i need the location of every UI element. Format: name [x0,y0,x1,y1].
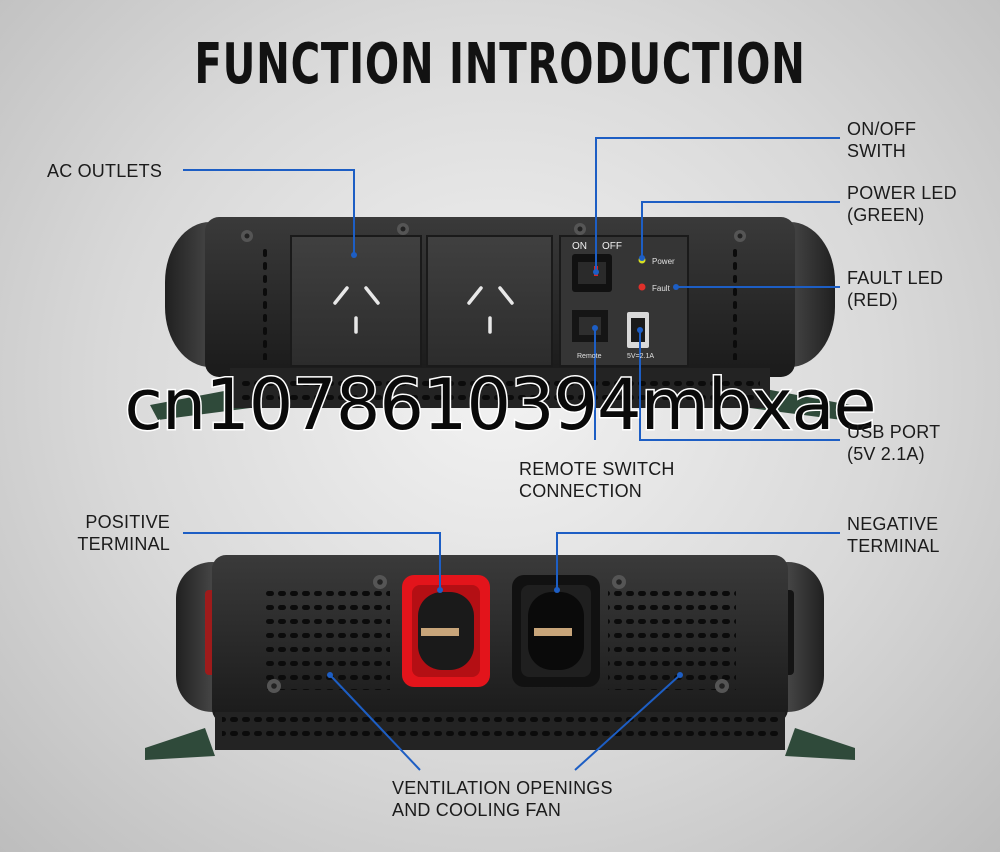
watermark: cn1078610394mbxae [123,363,878,448]
label-fault-led-1: FAULT LED [847,268,944,288]
label-usb-port-1: USB PORT [847,422,941,442]
mounting-foot-right-rear [785,728,855,760]
label-ac-outlets: AC OUTLETS [47,161,163,181]
switch-on-text: ON [572,241,587,252]
label-fault-led-2: (RED) [847,290,898,310]
positive-terminal [402,575,490,687]
callout-lines [183,137,840,771]
label-power-led-2: (GREEN) [847,205,925,225]
rear-panel-inverter [145,555,855,760]
label-on-off-2: SWITH [847,141,906,161]
usb-port-text: 5V=2.1A [627,353,654,360]
mounting-foot-left-rear [145,728,215,760]
switch-off-text: OFF [602,241,622,252]
label-positive-1: POSITIVE [85,512,170,532]
ac-outlet-1 [290,235,422,367]
label-vent-1: VENTILATION OPENINGS [392,778,613,798]
negative-terminal [512,575,600,687]
label-negative-1: NEGATIVE [847,514,939,534]
label-on-off-1: ON/OFF [847,119,917,139]
ventilation-grid-right [608,590,736,690]
label-power-led-1: POWER LED [847,183,957,203]
label-remote-2: CONNECTION [519,481,642,501]
remote-jack-text: Remote [577,353,602,360]
label-remote-1: REMOTE SWITCH [519,459,675,479]
label-vent-2: AND COOLING FAN [392,800,562,820]
label-negative-2: TERMINAL [847,536,940,556]
fault-led-text: Fault [652,284,671,293]
mounting-foot-right [750,388,850,420]
ac-outlet-2 [426,235,553,367]
ventilation-grid-left [262,590,390,690]
label-usb-port-2: (5V 2.1A) [847,444,925,464]
label-positive-2: TERMINAL [77,534,170,554]
mounting-foot-left [150,388,250,420]
page-title: FUNCTION INTRODUCTION [194,32,806,97]
fault-led [638,283,646,291]
power-led-text: Power [652,257,675,266]
front-panel-inverter [150,217,850,420]
